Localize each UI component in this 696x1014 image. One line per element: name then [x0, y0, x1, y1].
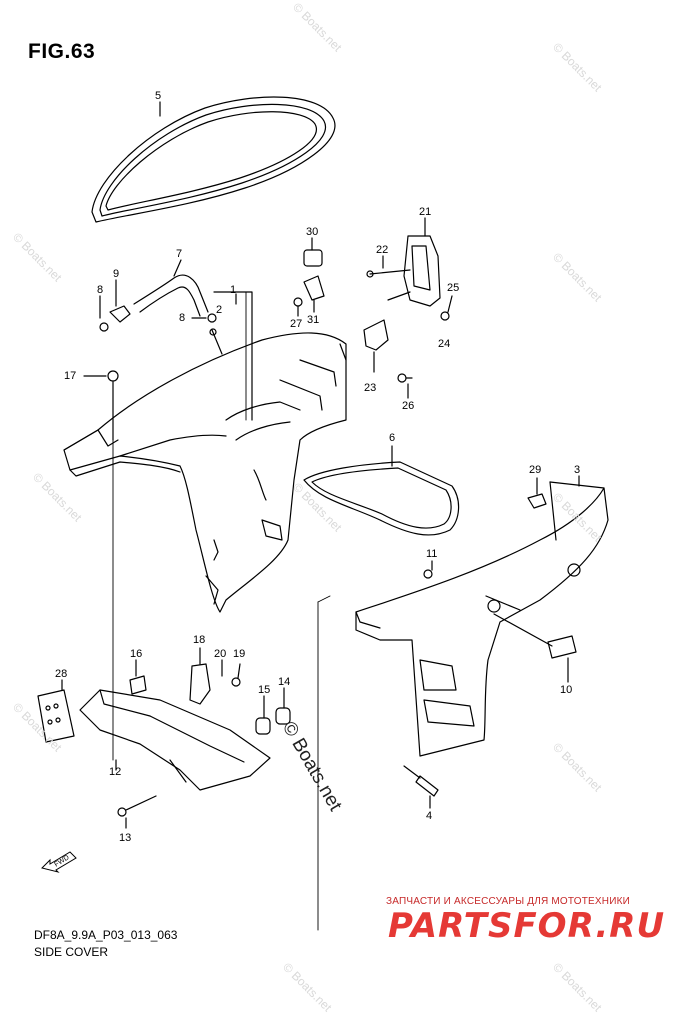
callout-12: 12	[109, 766, 122, 778]
callout-28: 28	[55, 668, 68, 680]
callout-30: 30	[306, 226, 319, 238]
callout-18: 18	[193, 634, 206, 646]
part-9-clip	[99, 279, 131, 332]
part-27-nut	[293, 297, 303, 317]
part-4-bolt	[403, 765, 439, 809]
part-13-bolt	[117, 795, 157, 829]
leader-lines	[112, 291, 331, 931]
callout-23: 23	[364, 382, 377, 394]
part-19-screw	[231, 663, 241, 687]
callout-21: 21	[419, 206, 432, 218]
callout-6: 6	[389, 432, 396, 444]
part-7-hose	[133, 259, 209, 317]
part-17-bolt	[83, 370, 119, 441]
part-28-plate	[37, 679, 75, 743]
part-29-grommet	[527, 477, 547, 509]
callout-19: 19	[233, 648, 246, 660]
fwd-direction-icon: FWD	[40, 846, 80, 879]
brand-logo: PARTSFOR.RU	[388, 906, 666, 946]
part-23-hook	[363, 291, 411, 373]
callout-16: 16	[130, 648, 143, 660]
callout-29: 29	[529, 464, 542, 476]
part-25-clip	[440, 295, 453, 321]
callout-11: 11	[426, 548, 438, 560]
part-16-clip	[129, 659, 147, 695]
part-22-pin	[366, 255, 411, 278]
callout-22: 22	[376, 244, 389, 256]
part-21-latch-bracket	[403, 217, 441, 307]
part-1-side-cover-port	[63, 291, 347, 613]
part-10-grommet	[493, 613, 577, 683]
callout-8a: 8	[97, 284, 104, 296]
brand-subtitle: ЗАПЧАСТИ И АКСЕССУАРЫ ДЛЯ МОТОТЕХНИКИ	[386, 896, 631, 907]
part-11-bolt	[423, 560, 433, 579]
callout-2: 2	[216, 304, 223, 316]
callout-20: 20	[214, 648, 227, 660]
callout-27: 27	[290, 318, 303, 330]
callout-9: 9	[113, 268, 120, 280]
parts-diagram-page: FIG.63	[10, 0, 666, 1014]
callout-26: 26	[402, 400, 415, 412]
part-6-gasket	[303, 445, 460, 536]
diagram-code: DF8A_9.9A_P03_013_063	[34, 928, 178, 942]
part-3-side-cover-starboard	[355, 475, 609, 757]
part-18-bracket	[189, 647, 211, 705]
callout-14: 14	[278, 676, 291, 688]
part-8-bolt	[191, 313, 217, 323]
callout-4: 4	[426, 810, 433, 822]
diagram-name: SIDE COVER	[34, 945, 109, 959]
part-30-damper	[303, 237, 323, 267]
callout-3: 3	[574, 464, 581, 476]
callout-1: 1	[230, 284, 237, 296]
part-12-lower-bracket	[79, 689, 271, 791]
figure-title: FIG.63	[28, 40, 96, 63]
part-26-bolt	[397, 373, 413, 399]
callout-31: 31	[307, 314, 320, 326]
callout-13: 13	[119, 832, 132, 844]
exploded-view-drawing	[37, 96, 609, 931]
callout-8b: 8	[179, 312, 186, 324]
callout-25: 25	[447, 282, 460, 294]
callout-24: 24	[438, 338, 451, 350]
part-15-bushing	[255, 695, 271, 735]
part-2-screw	[209, 328, 223, 355]
part-5-seal-ring	[91, 96, 336, 223]
callout-17: 17	[64, 370, 77, 382]
part-14-bushing	[275, 687, 291, 725]
callout-5: 5	[155, 90, 162, 102]
callout-10: 10	[560, 684, 573, 696]
callout-7: 7	[176, 248, 183, 260]
callout-15: 15	[258, 684, 271, 696]
part-31-bracket	[303, 275, 325, 313]
